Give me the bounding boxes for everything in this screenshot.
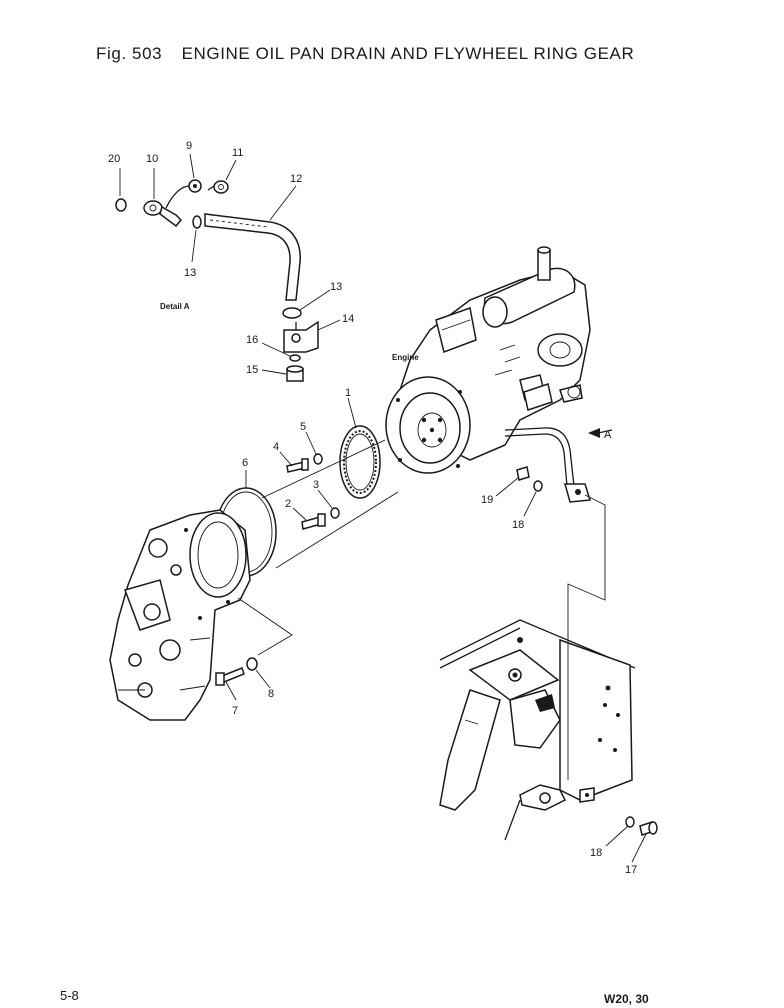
callout-7: 7: [232, 705, 238, 717]
lock-washer-5: [313, 453, 323, 465]
banjo-bolt-11: [213, 180, 229, 194]
callout-18a: 18: [512, 519, 524, 531]
callout-6: 6: [242, 457, 248, 469]
detail-a-group: [115, 179, 319, 382]
lock-washer-3: [330, 507, 340, 519]
callout-10: 10: [146, 153, 158, 165]
figure-number: Fig. 503: [96, 44, 163, 63]
callout-14: 14: [342, 313, 354, 325]
ring-gear-1: [339, 425, 381, 499]
washer-18b: [625, 816, 635, 828]
hose-clamp-13a: [192, 215, 202, 229]
callout-1: 1: [345, 387, 351, 399]
callout-4: 4: [273, 441, 279, 453]
bolt-2: [301, 513, 326, 530]
transmission-case: [109, 487, 277, 721]
figure-title: Fig. 503 ENGINE OIL PAN DRAIN AND FLYWHE…: [96, 44, 634, 64]
bolt-7: [215, 667, 245, 686]
o-ring-20: [115, 198, 127, 212]
callout-18b: 18: [590, 847, 602, 859]
page-number: 5-8: [60, 988, 79, 1003]
callout-5: 5: [300, 421, 306, 433]
hose-clamp-13b: [282, 307, 302, 319]
washer-18a: [533, 480, 543, 492]
callout-13a: 13: [184, 267, 196, 279]
callout-12: 12: [290, 173, 302, 185]
o-ring-16: [289, 354, 301, 362]
leader-lines: [119, 153, 647, 863]
callout-15: 15: [246, 364, 258, 376]
banjo-fitting-10: [143, 200, 163, 216]
chassis-frame: [439, 619, 636, 841]
callout-16: 16: [246, 334, 258, 346]
figure-caption: ENGINE OIL PAN DRAIN AND FLYWHEEL RING G…: [181, 44, 635, 63]
bolt-17: [639, 821, 658, 836]
callout-9: 9: [186, 140, 192, 152]
callout-11: 11: [232, 147, 243, 159]
nut-19: [516, 466, 530, 481]
engine-label: Engine: [392, 353, 419, 362]
callout-3: 3: [313, 479, 319, 491]
washer-8: [246, 657, 258, 671]
callout-numbers: 20 10 9 11 12 13 13 14 16 15 1 5 4 6 3 2…: [108, 140, 637, 876]
bolt-4: [286, 458, 309, 473]
bracket-14: [283, 320, 319, 353]
callout-2: 2: [285, 498, 291, 510]
callout-17: 17: [625, 864, 637, 876]
detail-a-label: Detail A: [160, 302, 190, 311]
view-arrow-a-label: A: [604, 429, 612, 441]
view-arrow-a: A: [588, 428, 613, 441]
model-code: W20, 30: [604, 992, 649, 1006]
flywheel: [399, 392, 461, 464]
callout-19: 19: [481, 494, 493, 506]
callout-8: 8: [268, 688, 274, 700]
callout-20: 20: [108, 153, 120, 165]
drain-hose-12: [204, 213, 301, 301]
callout-13b: 13: [330, 281, 342, 293]
engine-assembly: [385, 246, 591, 503]
